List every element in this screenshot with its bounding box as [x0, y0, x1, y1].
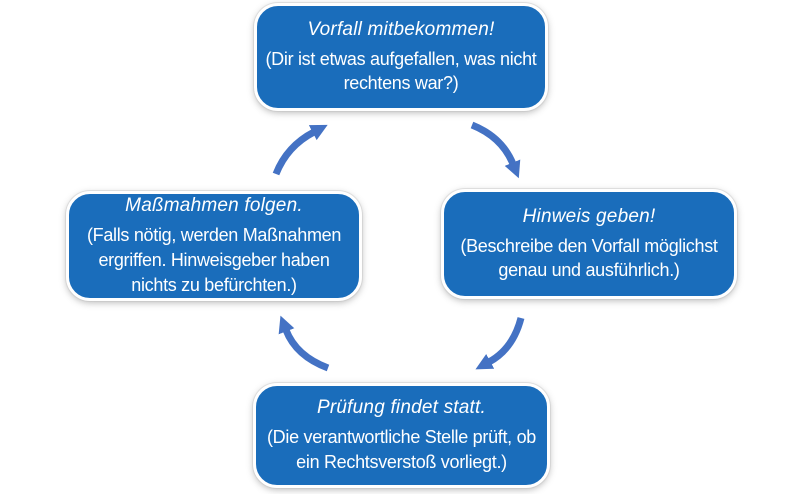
arrow-left-to-top — [272, 124, 328, 176]
node-title: Vorfall mitbekommen! — [307, 18, 495, 40]
arrow-right-to-bottom — [475, 317, 525, 370]
node-body: (Dir ist etwas aufgefallen, was nicht re… — [265, 48, 537, 94]
arrow-top-to-right — [470, 121, 521, 179]
node-give-tip: Hinweis geben! (Beschreibe den Vorfall m… — [441, 189, 737, 299]
node-body: (Beschreibe den Vorfall möglichst genau … — [460, 235, 718, 281]
node-title: Maßmahmen folgen. — [125, 195, 303, 217]
arrow-bottom-to-left — [278, 315, 330, 372]
node-review-happens: Prüfung findet statt. (Die verantwortlic… — [253, 383, 550, 488]
node-title: Hinweis geben! — [522, 205, 656, 227]
node-incident-noticed: Vorfall mitbekommen! (Dir ist etwas aufg… — [254, 3, 548, 111]
node-body: (Falls nötig, werden Maßnahmen ergriffen… — [86, 225, 342, 295]
node-title: Prüfung findet statt. — [317, 397, 486, 419]
node-measures-follow: Maßmahmen folgen. (Falls nötig, werden M… — [66, 191, 362, 301]
node-body: (Die verantwortliche Stelle prüft, ob ei… — [266, 427, 537, 472]
